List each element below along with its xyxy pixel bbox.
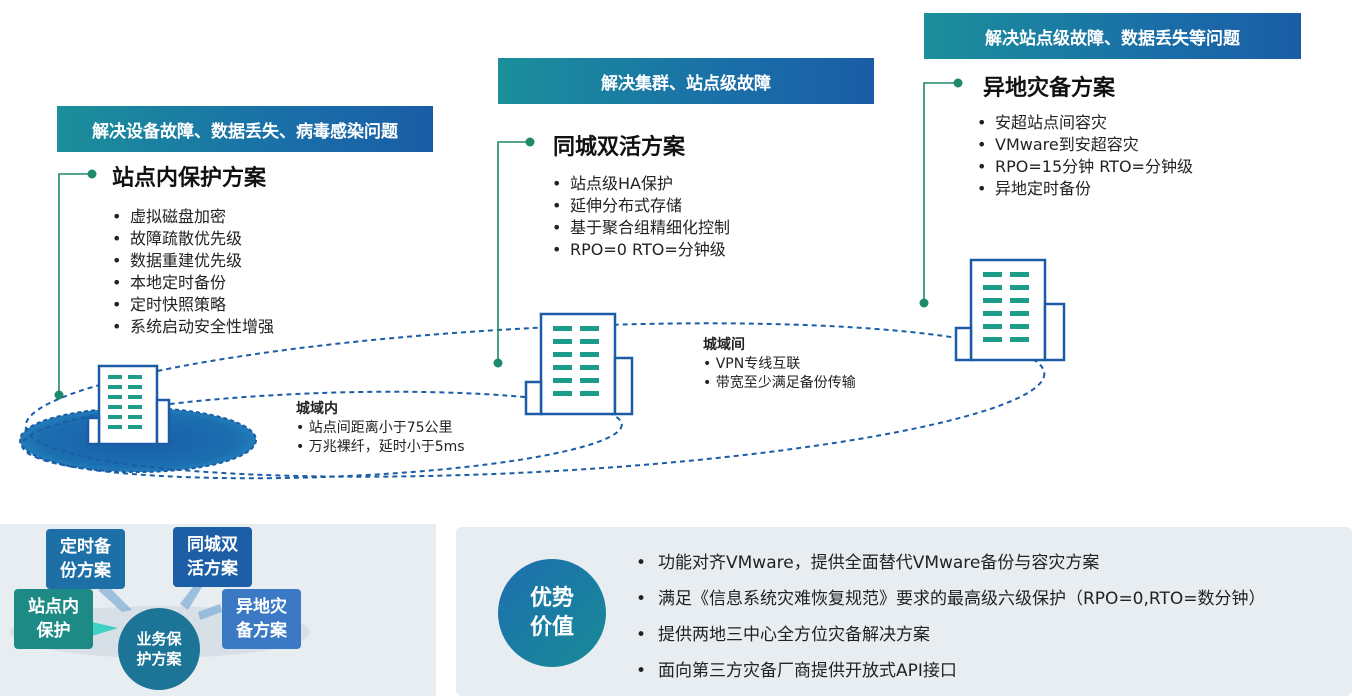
box-local-protection: 站点内 保护 xyxy=(14,589,93,649)
topology-diagram xyxy=(19,78,1066,480)
list-item: • 带宽至少满足备份传输 xyxy=(703,375,856,391)
list-item: 基于聚合组精细化控制 xyxy=(548,217,730,239)
inter-city-ellipse xyxy=(24,322,1046,478)
connector-dots xyxy=(54,78,963,400)
list-item: 安超站点间容灾 xyxy=(973,112,1193,134)
list-item: 面向第三方灾备厂商提供开放式API接口 xyxy=(634,653,1266,689)
list-item: 功能对齐VMware，提供全面替代VMware备份与容灾方案 xyxy=(634,545,1266,581)
list-item: • 万兆裸纤，延时小于5ms xyxy=(296,439,465,455)
list-item: 异地定时备份 xyxy=(973,178,1193,200)
list-item: RPO=0 RTO=分钟级 xyxy=(548,239,730,261)
list-item: 满足《信息系统灾难恢复规范》要求的最高级六级保护（RPO=0,RTO=数分钟） xyxy=(634,581,1266,617)
business-core-circle: 业务保 护方案 xyxy=(118,608,200,690)
solution-list-remote: 安超站点间容灾 VMware到安超容灾 RPO=15分钟 RTO=分钟级 异地定… xyxy=(973,112,1193,200)
solution-title-remote: 异地灾备方案 xyxy=(983,76,1116,101)
building-icon-local xyxy=(86,364,171,446)
solution-banner-same-city: 解决集群、站点级故障 xyxy=(498,58,874,104)
list-item: 站点级HA保护 xyxy=(548,173,730,195)
building-icon-remote xyxy=(954,258,1066,362)
solution-banner-remote: 解决站点级故障、数据丢失等问题 xyxy=(924,13,1301,59)
inter-city-label: 城域间 • VPN专线互联 • 带宽至少满足备份传输 xyxy=(703,336,856,393)
inter-city-title: 城域间 xyxy=(703,337,745,353)
list-item: 延伸分布式存储 xyxy=(548,195,730,217)
list-item: • VPN专线互联 xyxy=(703,356,801,372)
list-item: 提供两地三中心全方位灾备解决方案 xyxy=(634,617,1266,653)
solution-banner-local: 解决设备故障、数据丢失、病毒感染问题 xyxy=(57,106,433,152)
solution-list-local: 虚拟磁盘加密 故障疏散优先级 数据重建优先级 本地定时备份 定时快照策略 系统启… xyxy=(108,206,274,338)
box-remote-dr: 异地灾 备方案 xyxy=(222,589,301,649)
list-item: • 站点间距离小于75公里 xyxy=(296,420,453,436)
list-item: 定时快照策略 xyxy=(108,294,274,316)
solution-title-local: 站点内保护方案 xyxy=(112,166,267,191)
list-item: 数据重建优先级 xyxy=(108,250,274,272)
list-item: 虚拟磁盘加密 xyxy=(108,206,274,228)
list-item: 本地定时备份 xyxy=(108,272,274,294)
advantages-list: 功能对齐VMware，提供全面替代VMware备份与容灾方案 满足《信息系统灾难… xyxy=(634,545,1266,689)
box-scheduled-backup: 定时备 份方案 xyxy=(46,529,125,589)
solution-list-same-city: 站点级HA保护 延伸分布式存储 基于聚合组精细化控制 RPO=0 RTO=分钟级 xyxy=(548,173,730,261)
building-icon-same-city xyxy=(524,312,634,416)
advantages-badge: 优势 价值 xyxy=(498,559,606,667)
list-item: VMware到安超容灾 xyxy=(973,134,1193,156)
box-same-city-active: 同城双 活方案 xyxy=(173,527,252,587)
list-item: 系统启动安全性增强 xyxy=(108,316,274,338)
intra-city-label: 城域内 • 站点间距离小于75公里 • 万兆裸纤，延时小于5ms xyxy=(296,400,465,457)
list-item: 故障疏散优先级 xyxy=(108,228,274,250)
intra-city-title: 城域内 xyxy=(296,401,338,417)
solution-title-same-city: 同城双活方案 xyxy=(553,135,686,160)
connector-lines xyxy=(58,82,958,395)
list-item: RPO=15分钟 RTO=分钟级 xyxy=(973,156,1193,178)
